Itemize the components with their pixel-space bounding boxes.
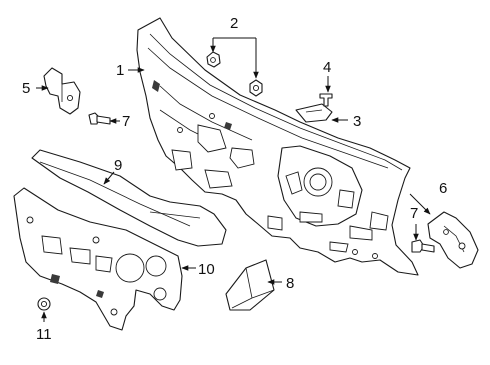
nut-part-11 bbox=[37, 297, 51, 311]
pad-part-8 bbox=[225, 259, 275, 311]
callout-8: 8 bbox=[286, 275, 294, 292]
callout-7a: 7 bbox=[122, 113, 130, 130]
bolt-part-7b bbox=[411, 239, 435, 253]
callout-5: 5 bbox=[22, 80, 30, 97]
callout-2: 2 bbox=[230, 15, 238, 32]
insulator-part-9 bbox=[31, 149, 227, 247]
bolt-part-7a bbox=[88, 112, 111, 125]
clip-part-2a bbox=[206, 51, 221, 68]
callout-7b: 7 bbox=[410, 205, 418, 222]
callout-10: 10 bbox=[198, 261, 215, 278]
bracket-part-6 bbox=[427, 211, 479, 269]
dash-panel-part bbox=[136, 17, 419, 276]
leader-lines bbox=[36, 37, 431, 322]
callout-3: 3 bbox=[353, 113, 361, 130]
pin-part-4 bbox=[319, 93, 333, 107]
callout-6: 6 bbox=[439, 180, 447, 197]
callout-11: 11 bbox=[36, 326, 52, 343]
insulator-part-10 bbox=[13, 187, 183, 331]
callout-4: 4 bbox=[323, 59, 331, 76]
clip-part-2b bbox=[249, 79, 263, 97]
callout-9: 9 bbox=[114, 157, 122, 174]
callout-1: 1 bbox=[116, 62, 124, 79]
bracket-part-5 bbox=[43, 67, 81, 115]
bracket-part-3 bbox=[295, 103, 333, 123]
